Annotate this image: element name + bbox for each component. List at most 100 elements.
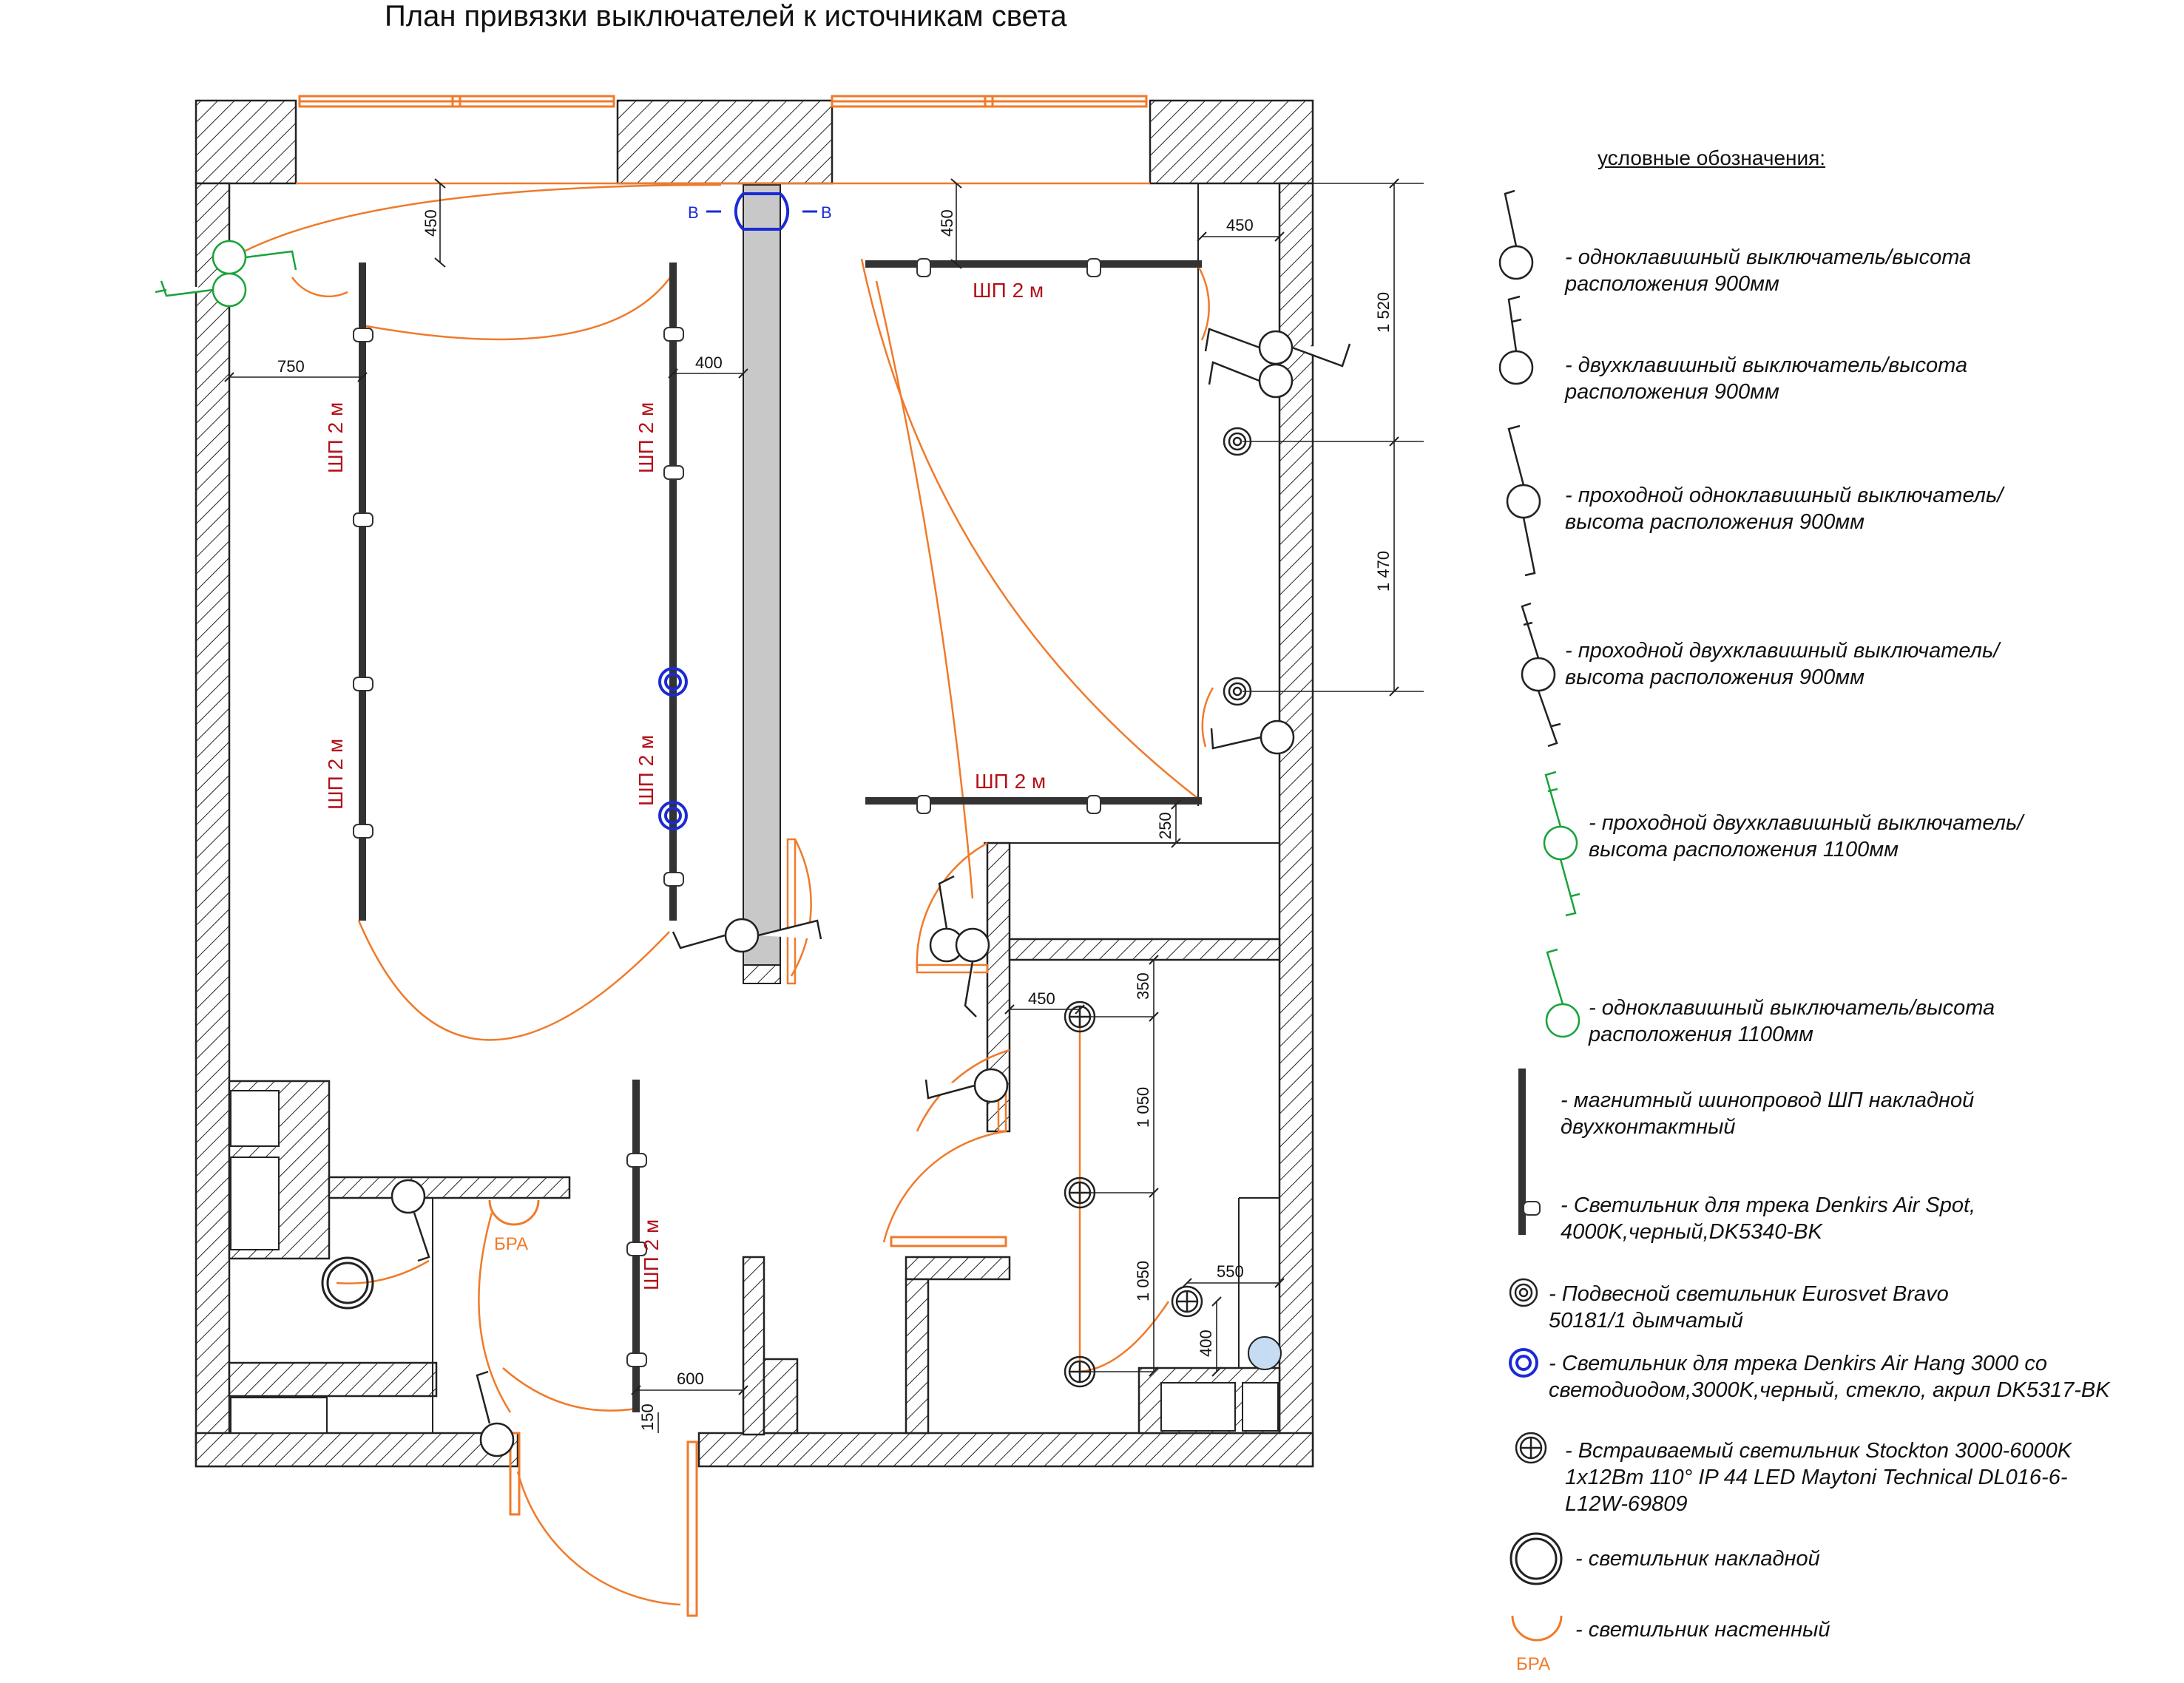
- double-switch-icon: [1498, 295, 1534, 385]
- structural-column: [743, 184, 781, 966]
- legend-icons: [1498, 189, 1580, 1038]
- track-label: ШП 2 м: [973, 279, 1044, 302]
- legend-text-single-1100: - одноклавишный выключатель/высота распо…: [1589, 996, 1995, 1046]
- legend-text-recessed: - Встраиваемый светильник Stockton 3000-…: [1565, 1439, 2072, 1516]
- dim-450-a: 450: [422, 209, 440, 237]
- recessed-lights: [1064, 1000, 1203, 1388]
- track-spot-icon: [663, 872, 684, 887]
- dim-750: 750: [277, 357, 305, 376]
- legend-bra-label: БРА: [1516, 1654, 1550, 1674]
- track-label: ШП 2 м: [635, 402, 657, 473]
- track-spot-icon: [1086, 795, 1101, 814]
- sink: [1248, 1336, 1282, 1370]
- single-switch-icon: [672, 918, 822, 953]
- wall-bath-bottom: [228, 1361, 438, 1398]
- track-hang-icon: [658, 801, 688, 830]
- track-label: ШП 2 м: [640, 1219, 663, 1290]
- legend-text-track-spot: - Светильник для трека Denkirs Air Spot,…: [1561, 1193, 1976, 1244]
- wall-bottom-right: [697, 1432, 1314, 1468]
- legend-text-pass-single: - проходной одноклавишный выключатель/вы…: [1565, 484, 2004, 534]
- track-hang-icon: [1509, 1348, 1538, 1378]
- track-hang-lights: [658, 667, 688, 830]
- dim-1050-a: 1 050: [1134, 1087, 1152, 1128]
- track-spot-icon: [353, 328, 373, 342]
- dim-450-d: 450: [1028, 989, 1055, 1008]
- track-icon: [1518, 1069, 1526, 1235]
- track-spot-icon: [1523, 1201, 1541, 1216]
- wall-center-stub: [742, 1256, 765, 1436]
- legend-text-pass-double: - проходной двухклавишный выключатель/вы…: [1565, 639, 2000, 689]
- legend-text-single-switch: - одноклавишный выключатель/высота распо…: [1565, 245, 1972, 296]
- walls: [195, 99, 1314, 1468]
- column-mark-left: В: [688, 203, 699, 222]
- pass-double-switch-1100-icon: [155, 240, 297, 308]
- bra-label: БРА: [494, 1234, 528, 1254]
- dimension-ticks: [224, 178, 1399, 1395]
- track-labels: ШП 2 м ШП 2 м ШП 2 м ШП 2 м ШП 2 м ШП 2 …: [324, 279, 1046, 1290]
- switches: [391, 328, 1351, 1457]
- pendant-lights: [1223, 427, 1252, 706]
- legend-text-pendant: - Подвесной светильник Eurosvet Bravo 50…: [1549, 1282, 1949, 1332]
- doors: [291, 265, 1214, 1606]
- legend-text-double-switch: - двухклавишный выключатель/высота распо…: [1565, 353, 1968, 404]
- track-spot-icon: [626, 1352, 647, 1367]
- track-spot-icon: [916, 258, 931, 277]
- green-switches: [155, 240, 297, 308]
- wall-top-middle: [616, 99, 834, 185]
- dim-350: 350: [1134, 972, 1152, 1000]
- dimension-lines: [229, 183, 1424, 1433]
- track-label: ШП 2 м: [975, 770, 1046, 793]
- wall-kitchen-horizontal: [1008, 938, 1281, 961]
- wall-light-icon: [1511, 1615, 1563, 1642]
- wall-voids: [230, 1090, 1279, 1434]
- dim-450-c: 450: [1226, 216, 1254, 234]
- single-switch-1100-icon: [1545, 948, 1580, 1038]
- surface-light-icon: [321, 1256, 374, 1310]
- dim-150: 150: [638, 1403, 657, 1431]
- dim-400: 400: [695, 353, 723, 372]
- double-switch-icon: [929, 875, 990, 1017]
- wall-bottom-left: [195, 1432, 519, 1468]
- single-switch-icon: [391, 1179, 430, 1262]
- wall-center-block: [763, 1358, 799, 1435]
- track-label: ШП 2 м: [324, 739, 347, 810]
- wall-top-right: [1149, 99, 1314, 185]
- page-title: План привязки выключателей к источникам …: [385, 0, 1067, 33]
- pass-double-switch-1100-icon: [1543, 771, 1580, 917]
- pass-double-switch-icon: [1521, 602, 1561, 748]
- wall-left: [195, 182, 231, 1468]
- dim-250: 250: [1156, 812, 1174, 839]
- legend-header: условные обозначения:: [1598, 146, 1826, 169]
- column-marks: В В: [688, 192, 832, 231]
- single-switch-icon: [476, 1370, 515, 1457]
- dim-1050-b: 1 050: [1134, 1261, 1152, 1301]
- dim-600: 600: [677, 1369, 704, 1388]
- dimension-texts: 450 750 400 450 450 1 520 1 470 250 450 …: [277, 209, 1393, 1431]
- column-mark-right: В: [821, 203, 832, 222]
- pendant-light-icon: [1509, 1278, 1538, 1307]
- legend-text-pass-double-1100: - проходной двухклавишный выключатель/вы…: [1589, 811, 2024, 861]
- track-hang-icon: [658, 667, 688, 697]
- tracks: [359, 260, 1202, 1412]
- track-spot-icon: [916, 795, 931, 814]
- dim-450-b: 450: [938, 209, 956, 237]
- track-label: ШП 2 м: [635, 735, 657, 806]
- track-spot-icon: [626, 1153, 647, 1168]
- partitions: [432, 183, 1279, 1433]
- single-switch-icon: [1210, 719, 1295, 755]
- wall-lower-bath-top: [905, 1256, 1011, 1281]
- track-spot-icon: [1086, 258, 1101, 277]
- track-spot-icon: [353, 677, 373, 691]
- legend-text-track-hang: - Светильник для трека Denkirs Air Hang …: [1549, 1352, 2110, 1402]
- track-spot-icon: [353, 512, 373, 527]
- dim-1470: 1 470: [1374, 551, 1393, 592]
- track-spot-icon: [663, 327, 684, 342]
- recessed-light-icon: [1171, 1285, 1203, 1318]
- legend-text-wall: - светильник настенный: [1575, 1618, 1830, 1642]
- dim-1520: 1 520: [1374, 292, 1393, 333]
- wall-light-icon: [488, 1199, 540, 1226]
- legend-text-surface: - светильник накладной: [1575, 1547, 1820, 1571]
- track-spot-icon: [626, 1242, 647, 1256]
- track-spot-icon: [353, 824, 373, 839]
